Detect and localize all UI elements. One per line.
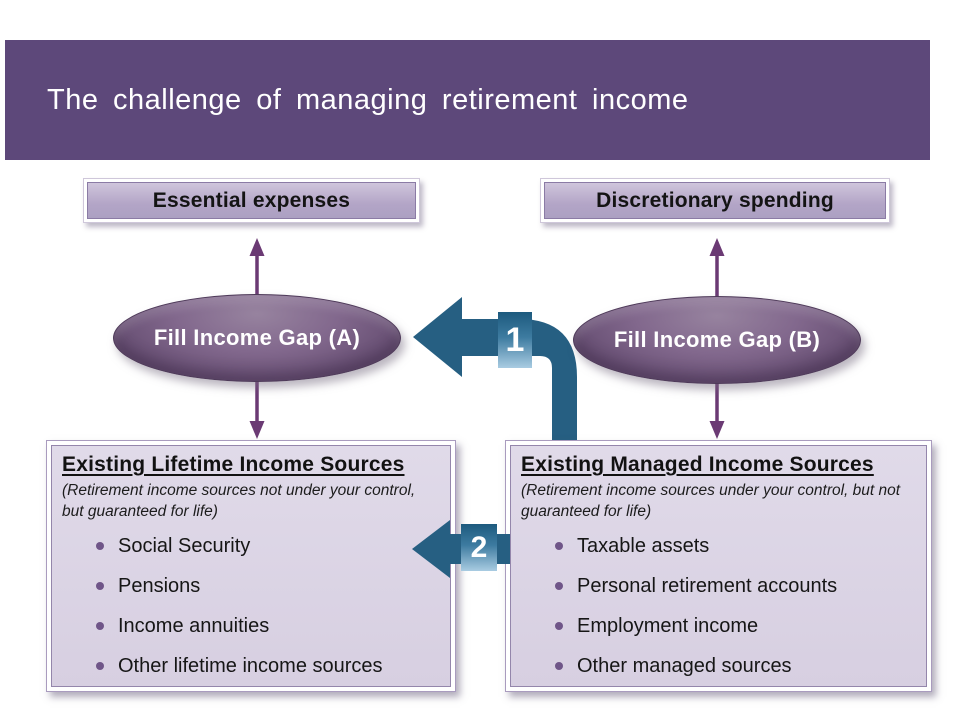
step-2-badge: 2 bbox=[461, 524, 497, 571]
bullet-dot-icon bbox=[96, 662, 104, 670]
step-1-badge: 1 bbox=[498, 312, 532, 368]
arrow-up-icon bbox=[709, 238, 725, 256]
arrow-down-icon bbox=[709, 421, 725, 439]
essential-expenses-fill: Essential expenses bbox=[87, 182, 416, 219]
lifetime-sources-list: Social Security Pensions Income annuitie… bbox=[62, 533, 440, 679]
fill-income-gap-b-ellipse: Fill Income Gap (B) bbox=[573, 296, 861, 384]
list-item-label: Pensions bbox=[118, 575, 201, 597]
managed-sources-list: Taxable assets Personal retirement accou… bbox=[521, 533, 916, 679]
list-item: Pensions bbox=[96, 573, 440, 599]
bullet-dot-icon bbox=[555, 662, 563, 670]
step-2-label: 2 bbox=[470, 530, 488, 564]
lifetime-income-sources-panel: Existing Lifetime Income Sources (Retire… bbox=[46, 440, 456, 692]
essential-expenses-box: Essential expenses bbox=[83, 178, 420, 223]
list-item: Other managed sources bbox=[555, 653, 916, 679]
list-item-label: Taxable assets bbox=[577, 535, 710, 557]
fill-income-gap-a-label: Fill Income Gap (A) bbox=[153, 325, 361, 350]
bullet-dot-icon bbox=[96, 622, 104, 630]
list-item: Personal retirement accounts bbox=[555, 573, 916, 599]
managed-sources-subtitle: (Retirement income sources under your co… bbox=[521, 482, 901, 520]
list-item: Income annuities bbox=[96, 613, 440, 639]
slide-title: The challenge of managing retirement inc… bbox=[47, 83, 689, 116]
discretionary-spending-fill: Discretionary spending bbox=[544, 182, 886, 219]
flow-arrow-1 bbox=[413, 297, 577, 448]
bullet-dot-icon bbox=[555, 542, 563, 550]
managed-sources-title: Existing Managed Income Sources bbox=[521, 453, 874, 476]
bullet-dot-icon bbox=[555, 582, 563, 590]
bullet-dot-icon bbox=[96, 582, 104, 590]
list-item-label: Employment income bbox=[577, 615, 759, 637]
essential-expenses-label: Essential expenses bbox=[152, 188, 351, 212]
list-item-label: Social Security bbox=[118, 535, 251, 557]
list-item: Other lifetime income sources bbox=[96, 653, 440, 679]
managed-income-sources-fill: Existing Managed Income Sources (Retirem… bbox=[510, 445, 927, 687]
list-item: Social Security bbox=[96, 533, 440, 559]
list-item-label: Personal retirement accounts bbox=[577, 575, 838, 597]
arrow-down-icon bbox=[249, 421, 265, 439]
list-item: Employment income bbox=[555, 613, 916, 639]
discretionary-spending-box: Discretionary spending bbox=[540, 178, 890, 223]
lifetime-income-sources-fill: Existing Lifetime Income Sources (Retire… bbox=[51, 445, 451, 687]
managed-income-sources-panel: Existing Managed Income Sources (Retirem… bbox=[505, 440, 932, 692]
list-item-label: Other managed sources bbox=[577, 655, 792, 677]
arrow-left-icon bbox=[413, 297, 462, 377]
slide-title-bar: The challenge of managing retirement inc… bbox=[5, 40, 930, 160]
bullet-dot-icon bbox=[555, 622, 563, 630]
list-item: Taxable assets bbox=[555, 533, 916, 559]
arrow-up-icon bbox=[249, 238, 265, 256]
lifetime-sources-title: Existing Lifetime Income Sources bbox=[62, 453, 405, 476]
discretionary-spending-label: Discretionary spending bbox=[596, 188, 834, 212]
bullet-dot-icon bbox=[96, 542, 104, 550]
fill-income-gap-a-ellipse: Fill Income Gap (A) bbox=[113, 294, 401, 382]
fill-income-gap-b-label: Fill Income Gap (B) bbox=[613, 327, 821, 352]
list-item-label: Income annuities bbox=[118, 615, 270, 637]
lifetime-sources-subtitle: (Retirement income sources not under you… bbox=[62, 482, 416, 520]
list-item-label: Other lifetime income sources bbox=[118, 655, 383, 677]
step-1-label: 1 bbox=[505, 320, 525, 359]
